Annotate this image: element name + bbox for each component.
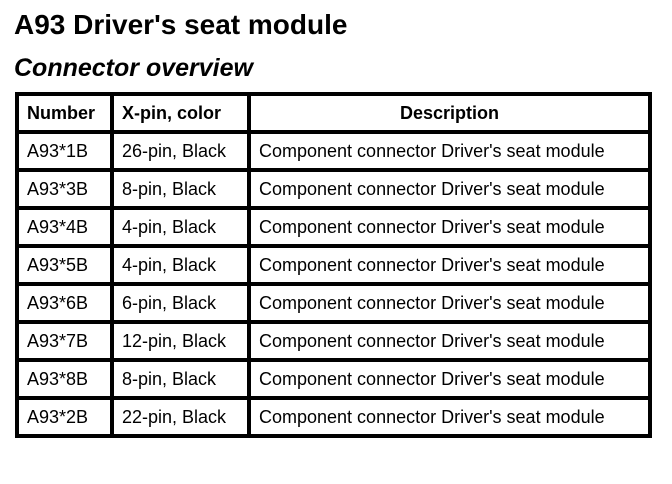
table-row: A93*1B 26-pin, Black Component connector… [15,130,652,173]
cell-pin-color: 22-pin, Black [110,396,251,439]
cell-pin-color: 4-pin, Black [110,244,251,287]
table-body: A93*1B 26-pin, Black Component connector… [15,130,652,439]
cell-pin-color: 4-pin, Black [110,206,251,249]
cell-description: Component connector Driver's seat module [247,168,652,211]
cell-number: A93*5B [15,244,114,287]
connector-overview-table: Number X-pin, color Description A93*1B 2… [15,92,652,439]
table-row: A93*4B 4-pin, Black Component connector … [15,206,652,249]
cell-number: A93*8B [15,358,114,401]
cell-pin-color: 8-pin, Black [110,168,251,211]
table-row: A93*3B 8-pin, Black Component connector … [15,168,652,211]
cell-number: A93*6B [15,282,114,325]
column-header-number: Number [15,92,114,135]
table-row: A93*6B 6-pin, Black Component connector … [15,282,652,325]
cell-description: Component connector Driver's seat module [247,130,652,173]
table-header: Number X-pin, color Description [15,92,652,135]
cell-pin-color: 12-pin, Black [110,320,251,363]
section-subtitle: Connector overview [14,53,253,82]
header-row: Number X-pin, color Description [15,92,652,135]
cell-pin-color: 8-pin, Black [110,358,251,401]
column-header-pin-color: X-pin, color [110,92,251,135]
table-row: A93*5B 4-pin, Black Component connector … [15,244,652,287]
cell-description: Component connector Driver's seat module [247,282,652,325]
cell-number: A93*3B [15,168,114,211]
cell-number: A93*2B [15,396,114,439]
cell-pin-color: 6-pin, Black [110,282,251,325]
cell-description: Component connector Driver's seat module [247,206,652,249]
table-row: A93*7B 12-pin, Black Component connector… [15,320,652,363]
cell-number: A93*4B [15,206,114,249]
cell-description: Component connector Driver's seat module [247,396,652,439]
cell-pin-color: 26-pin, Black [110,130,251,173]
column-header-description: Description [247,92,652,135]
table-row: A93*8B 8-pin, Black Component connector … [15,358,652,401]
cell-number: A93*7B [15,320,114,363]
cell-description: Component connector Driver's seat module [247,320,652,363]
cell-description: Component connector Driver's seat module [247,358,652,401]
cell-description: Component connector Driver's seat module [247,244,652,287]
table-row: A93*2B 22-pin, Black Component connector… [15,396,652,439]
page-title: A93 Driver's seat module [14,9,348,40]
cell-number: A93*1B [15,130,114,173]
